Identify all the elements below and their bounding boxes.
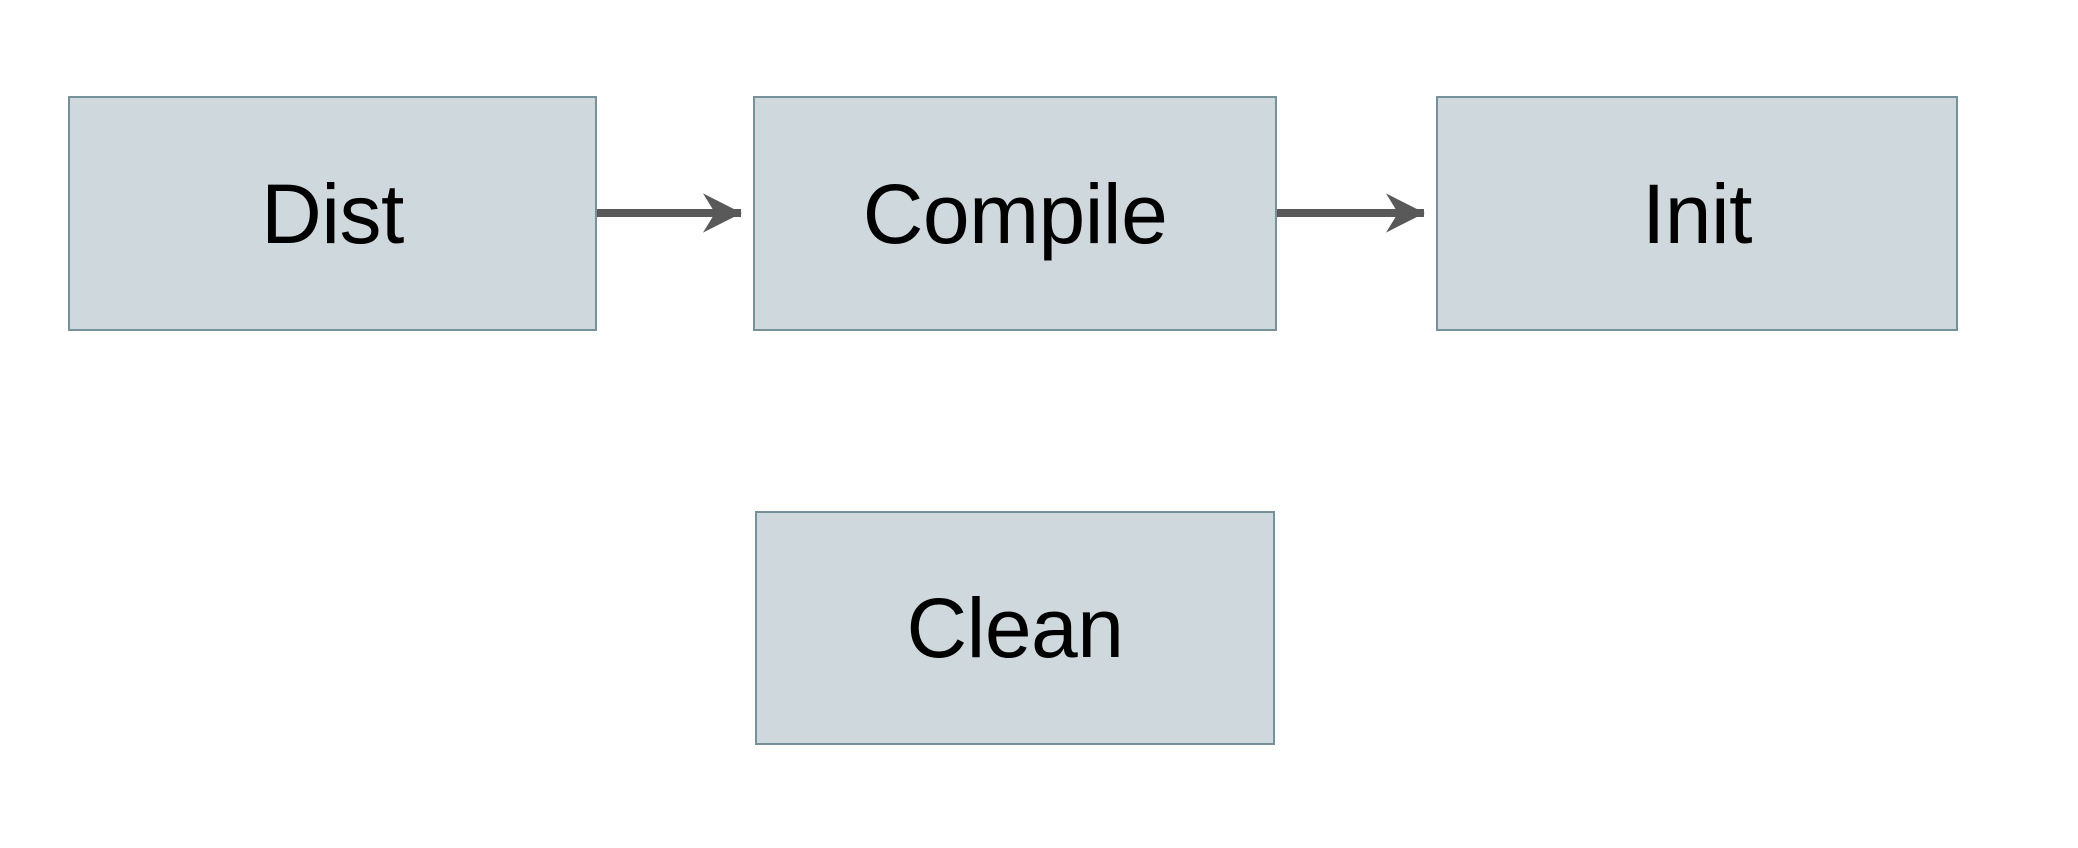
edge-dist-to-compile-handle[interactable] [597, 190, 755, 238]
node-clean[interactable]: Clean [755, 511, 1275, 745]
node-dist-label: Dist [261, 166, 404, 261]
node-compile-label: Compile [862, 166, 1168, 261]
node-compile[interactable]: Compile [753, 96, 1277, 331]
node-clean-label: Clean [906, 581, 1124, 675]
node-init-label: Init [1641, 166, 1753, 261]
node-init[interactable]: Init [1436, 96, 1958, 331]
node-dist[interactable]: Dist [68, 96, 597, 331]
edge-compile-to-init-handle[interactable] [1277, 190, 1438, 238]
